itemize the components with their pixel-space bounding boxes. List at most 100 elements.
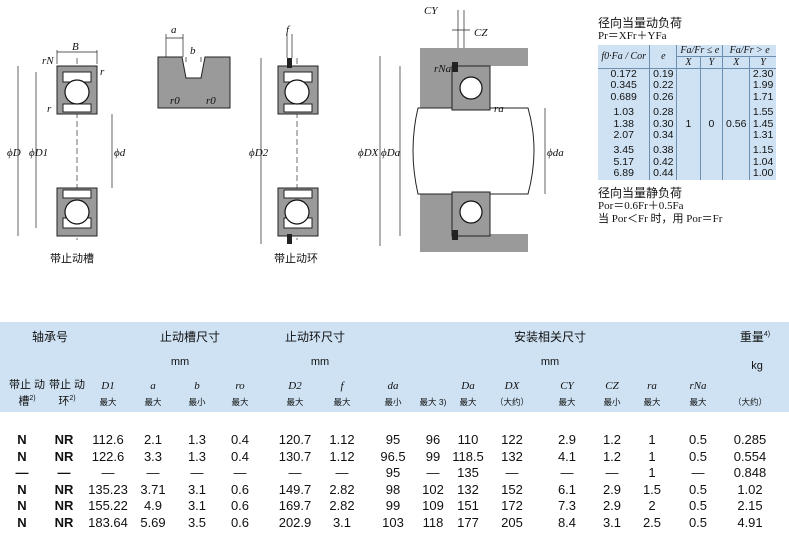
table-cell: 1.12: [329, 432, 355, 447]
groove-flag: N: [17, 514, 27, 530]
column-symbol: DX: [504, 380, 520, 392]
column-subheader: 最大 3): [419, 397, 447, 407]
mm-unit-1: mm: [170, 356, 190, 368]
table-cell: 122.6: [91, 448, 125, 464]
ring-flag: NR: [54, 514, 74, 530]
y-gt-header: Y: [749, 56, 776, 69]
table-cell: —: [691, 465, 705, 481]
fig2-caption: 带止动环: [274, 252, 318, 265]
table-cell: 2.5: [642, 514, 662, 530]
table-cell: 2.15: [737, 498, 763, 514]
table-cell: 132: [501, 448, 523, 464]
table-cell: 109: [422, 498, 444, 514]
label-phida: ϕda: [547, 147, 564, 159]
table-cell: —: [560, 465, 574, 481]
table-cell: 152: [501, 481, 523, 497]
groove-flag: N: [17, 498, 27, 514]
table-cell: 3.5: [187, 514, 207, 530]
ratio-header: f0·Fa / Cor: [601, 51, 647, 62]
gt-header: Fa/Fr > e: [722, 45, 776, 57]
table-cell: 2.9: [602, 481, 622, 497]
table-cell: 1.3: [187, 448, 207, 464]
fig1-caption: 带止动槽: [50, 252, 94, 265]
load-factor-table: f0·Fa / Cor e Fa/Fr ≤ e Fa/Fr > e X Y X …: [598, 45, 776, 180]
mounting-figure: CY CZ rNa ra ϕDX ϕDa ϕda: [358, 5, 564, 252]
with-ring-header: 带止 动环2): [48, 379, 86, 408]
ring-flag: NR: [54, 432, 74, 447]
table-cell: 0.6: [230, 481, 250, 497]
label-a: a: [171, 24, 177, 36]
label-phiDa: ϕDa: [381, 147, 401, 159]
table-cell: 7.3: [557, 498, 577, 514]
label-phiD1: ϕD1: [29, 147, 48, 159]
bearing-diagrams: B rN r r ϕD ϕD1 ϕd 带止动槽 a b r0 r0: [7, 5, 564, 265]
groove-flag: N: [17, 481, 27, 497]
table-cell: 1.5: [642, 481, 662, 497]
x-le-value: 1: [676, 67, 701, 180]
column-subheader: 最大: [459, 397, 477, 407]
mm-unit-3: mm: [540, 356, 560, 368]
label-r-inner: r: [47, 103, 52, 115]
table-cell: 2: [648, 498, 656, 514]
table-cell: 3.1: [187, 498, 207, 514]
column-symbol: D2: [288, 380, 302, 392]
table-cell: 0.6: [230, 514, 250, 530]
table-cell: —: [505, 465, 519, 481]
ring-bearing-figure: f ϕD2 带止动环: [249, 24, 319, 265]
column-subheader: 最大: [286, 397, 304, 407]
table-cell: 135.23: [88, 481, 128, 497]
column-symbol: D1: [101, 380, 115, 392]
label-phid: ϕd: [114, 147, 126, 159]
groove-flag: N: [17, 432, 27, 447]
table-cell: 3.3: [143, 448, 163, 464]
table-cell: 0.4: [230, 432, 250, 447]
column-subheader: 最大: [558, 397, 576, 407]
groove-flag: N: [17, 448, 27, 464]
static-load-note: 当 Por＜Fr 时，用 Por＝Fr: [598, 212, 723, 225]
x-gt-header: X: [722, 56, 750, 69]
column-symbol: f: [340, 380, 344, 392]
table-cell: 0.5: [688, 514, 708, 530]
table-cell: 0.5: [688, 498, 708, 514]
table-cell: 2.9: [602, 498, 622, 514]
static-load-formula: Por＝0.6Fr＋0.5Fa: [598, 199, 684, 212]
table-cell: 177: [457, 514, 479, 530]
table-cell: —: [146, 465, 160, 481]
table-cell: —: [190, 465, 204, 481]
table-cell: 4.1: [557, 448, 577, 464]
column-subheader: （大约）: [732, 397, 767, 407]
table-cell: 120.7: [278, 432, 312, 447]
column-symbol: ra: [647, 380, 657, 392]
label-r0-right: r0: [206, 95, 216, 107]
table-cell: 96: [425, 432, 441, 447]
table-cell: —: [101, 465, 115, 481]
label-phiDX: ϕDX: [358, 147, 380, 159]
table-cell: 0.5: [688, 481, 708, 497]
table-cell: 103: [382, 514, 404, 530]
table-cell: 135: [457, 465, 479, 481]
table-cell: 4.9: [143, 498, 163, 514]
table-cell: 202.9: [278, 514, 312, 530]
table-cell: 8.4: [557, 514, 577, 530]
table-cell: 132: [457, 481, 479, 497]
table-cell: 3.1: [332, 514, 352, 530]
column-symbol: CY: [560, 380, 574, 392]
load-formula-panel: 径向当量动负荷 Pr＝XFr＋YFa f0·Fa / Cor e Fa/Fr ≤…: [598, 16, 780, 226]
table-cell: 3.1: [602, 514, 622, 530]
column-subheader: （大约）: [494, 397, 529, 407]
mm-unit-2: mm: [310, 356, 330, 368]
column-symbol: CZ: [605, 380, 619, 392]
column-symbol: a: [150, 380, 156, 392]
column-symbol: ro: [235, 380, 245, 392]
table-cell: 1.2: [602, 432, 622, 447]
table-cell: 99: [425, 448, 441, 464]
y-le-value: 0: [699, 67, 723, 180]
table-cell: 130.7: [278, 448, 312, 464]
table-cell: 0.5: [688, 448, 708, 464]
table-cell: 4.91: [737, 514, 763, 530]
dynamic-load-formula: Pr＝XFr＋YFa: [598, 30, 667, 42]
table-header-band: 轴承号 止动槽尺寸 止动环尺寸 安装相关尺寸 重量4) mm mm mm kg …: [0, 322, 789, 412]
